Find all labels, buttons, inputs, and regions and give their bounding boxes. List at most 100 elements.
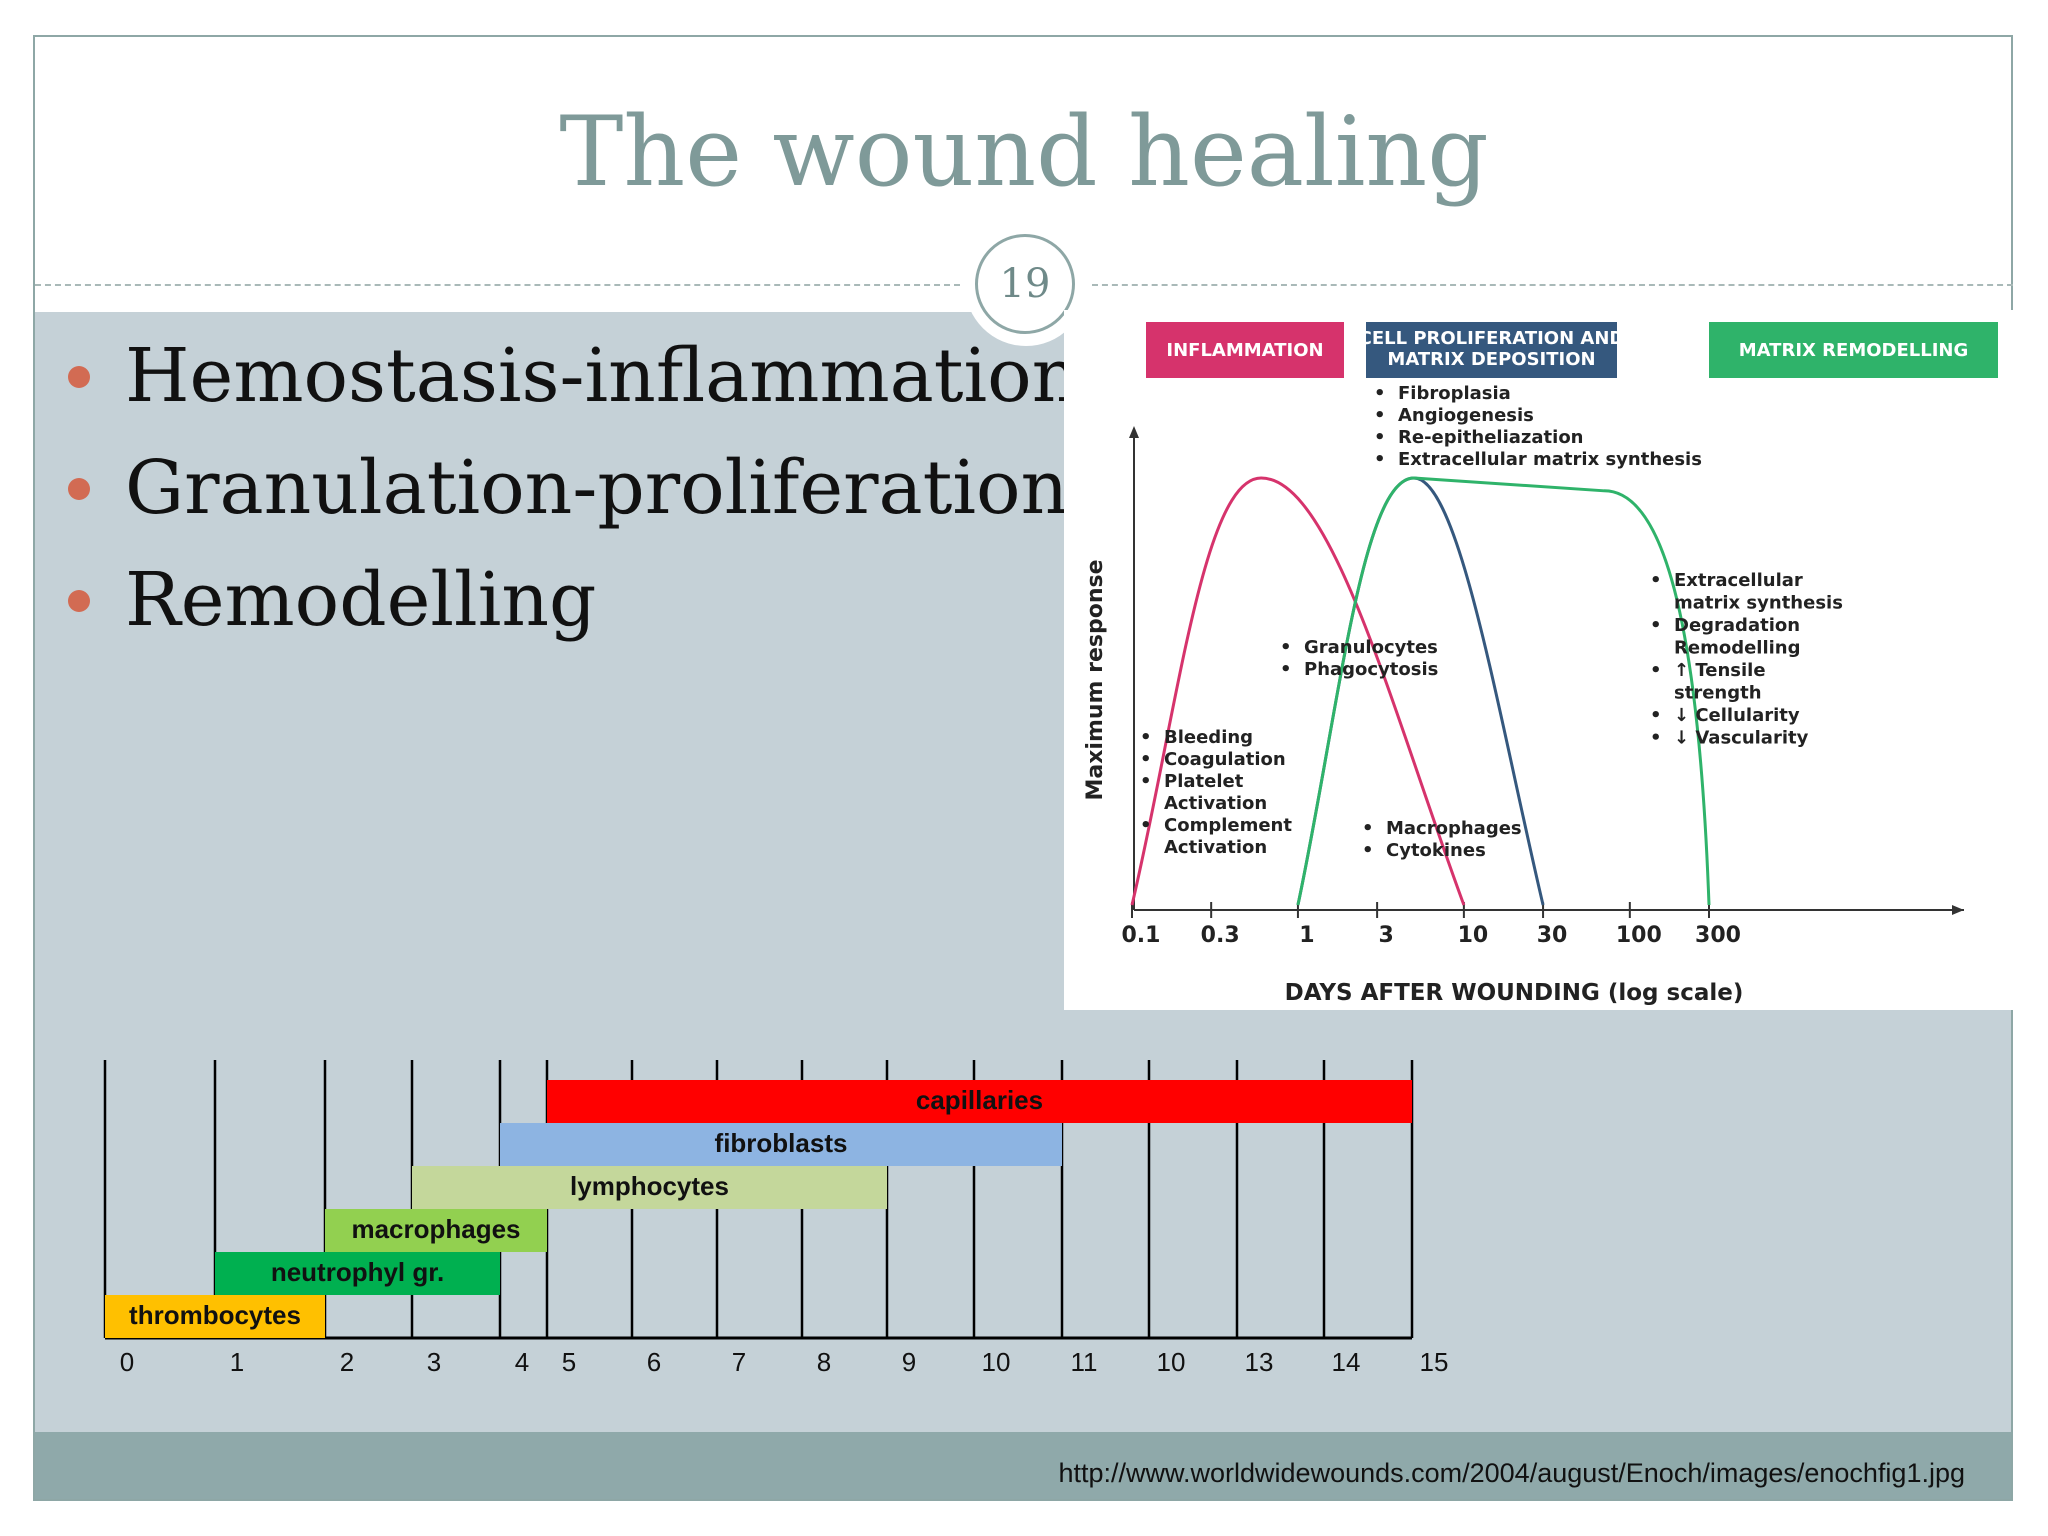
timeline-bar	[500, 1123, 1062, 1166]
cell-timeline-svg: capillariesfibroblastslymphocytesmacroph…	[103, 1060, 1449, 1377]
annotation-text: ↓ Cellularity	[1674, 705, 1800, 726]
response-curve	[1296, 476, 1711, 906]
phase-header-label: INFLAMMATION	[1166, 340, 1323, 361]
phase-header-box	[1709, 322, 1998, 378]
timeline-tick-label: 14	[1332, 1347, 1361, 1377]
annotation-bullet: •	[1374, 427, 1386, 448]
timeline-bar	[105, 1295, 325, 1338]
annotation-text: Activation	[1164, 837, 1267, 858]
annotation-text: Extracellular	[1674, 570, 1803, 591]
header-divider-left	[35, 284, 960, 286]
timeline-bar	[325, 1209, 547, 1252]
x-tick-label: 0.3	[1201, 923, 1240, 948]
x-tick-label: 0.1	[1122, 923, 1161, 948]
annotation-bullet: •	[1140, 727, 1152, 748]
response-curve	[1130, 476, 1466, 906]
annotation-bullet: •	[1362, 840, 1374, 861]
bullet-text: Granulation-proliferation	[125, 445, 1069, 531]
annotation-text: Angiogenesis	[1398, 405, 1534, 426]
timeline-bar-label: thrombocytes	[129, 1300, 301, 1330]
bullet-icon	[68, 366, 90, 388]
timeline-tick-label: 5	[562, 1347, 576, 1377]
annotation-bullet: •	[1374, 405, 1386, 426]
x-tick-label: 3	[1378, 923, 1393, 948]
annotation-text: Activation	[1164, 793, 1267, 814]
page-number: 19	[999, 261, 1051, 307]
phase-header-label: MATRIX DEPOSITION	[1387, 349, 1595, 370]
annotation-text: Coagulation	[1164, 749, 1286, 770]
annotation-bullet: •	[1650, 705, 1662, 726]
annotation-text: Cytokines	[1386, 840, 1486, 861]
annotation-text: Re-epitheliazation	[1398, 427, 1584, 448]
annotation-bullet: •	[1280, 659, 1292, 680]
annotation-bullet: •	[1650, 570, 1662, 591]
y-axis-arrow	[1129, 426, 1139, 438]
timeline-tick-label: 8	[817, 1347, 831, 1377]
annotation-text: Granulocytes	[1304, 637, 1438, 658]
bullet-list: Hemostasis-inflammation Granulation-prol…	[60, 320, 1079, 656]
timeline-tick-label: 15	[1420, 1347, 1449, 1377]
timeline-tick-label: 10	[1157, 1347, 1186, 1377]
bullet-item: Remodelling	[60, 544, 1079, 656]
annotation-bullet: •	[1374, 449, 1386, 470]
annotation-bullet: •	[1140, 749, 1152, 770]
annotation-text: Phagocytosis	[1304, 659, 1438, 680]
phase-header-label: MATRIX REMODELLING	[1739, 340, 1969, 361]
timeline-bar	[547, 1080, 1412, 1123]
annotation-bullet: •	[1140, 815, 1152, 836]
timeline-tick-label: 10	[982, 1347, 1011, 1377]
annotation-text: ↑ Tensile	[1674, 660, 1766, 681]
timeline-bar-label: capillaries	[916, 1085, 1043, 1115]
bullet-item: Hemostasis-inflammation	[60, 320, 1079, 432]
bullet-text: Hemostasis-inflammation	[125, 333, 1080, 419]
timeline-bar	[412, 1166, 887, 1209]
x-tick-label: 300	[1695, 923, 1741, 948]
annotation-bullet: •	[1140, 771, 1152, 792]
annotation-bullet: •	[1650, 615, 1662, 636]
timeline-bar-label: macrophages	[351, 1214, 520, 1244]
annotation-text: matrix synthesis	[1674, 593, 1843, 614]
timeline-tick-label: 9	[902, 1347, 916, 1377]
timeline-tick-label: 13	[1245, 1347, 1274, 1377]
x-axis-arrow	[1952, 905, 1964, 915]
timeline-tick-label: 6	[647, 1347, 661, 1377]
annotation-text: Remodelling	[1674, 638, 1801, 659]
bullet-item: Granulation-proliferation	[60, 432, 1079, 544]
bullet-text: Remodelling	[125, 557, 597, 643]
timeline-tick-label: 1	[230, 1347, 244, 1377]
timeline-tick-label: 11	[1071, 1347, 1098, 1377]
annotation-text: ↓ Vascularity	[1674, 728, 1809, 749]
timeline-bar-label: fibroblasts	[715, 1128, 848, 1158]
x-tick-label: 1	[1299, 923, 1314, 948]
annotation-text: Fibroplasia	[1398, 383, 1511, 404]
timeline-tick-label: 0	[120, 1347, 134, 1377]
annotation-text: strength	[1674, 683, 1762, 704]
annotation-text: Bleeding	[1164, 727, 1253, 748]
timeline-bar	[215, 1252, 500, 1295]
x-tick-label: 100	[1616, 923, 1662, 948]
annotation-text: Extracellular matrix synthesis	[1398, 449, 1702, 470]
timeline-tick-label: 7	[732, 1347, 746, 1377]
annotation-text: Degradation	[1674, 615, 1800, 636]
timeline-tick-label: 4	[515, 1347, 529, 1377]
annotation-bullet: •	[1280, 637, 1292, 658]
annotation-text: Macrophages	[1386, 818, 1522, 839]
timeline-tick-label: 2	[340, 1347, 354, 1377]
phase-header-label: CELL PROLIFERATION AND	[1359, 328, 1625, 349]
annotation-bullet: •	[1374, 383, 1386, 404]
phase-header-box	[1366, 322, 1617, 378]
source-url: http://www.worldwidewounds.com/2004/augu…	[1058, 1458, 1965, 1488]
phase-header-box	[1146, 322, 1344, 378]
bullet-icon	[68, 478, 90, 500]
timeline-bar-label: neutrophyl gr.	[271, 1257, 444, 1287]
x-axis-label: DAYS AFTER WOUNDING (log scale)	[1285, 980, 1744, 1006]
annotation-bullet: •	[1362, 818, 1374, 839]
slide-title: The wound healing	[559, 96, 1489, 208]
annotation-bullet: •	[1650, 660, 1662, 681]
bullet-icon	[68, 590, 90, 612]
y-axis-label: Maximum response	[1083, 559, 1108, 800]
x-tick-label: 30	[1537, 923, 1568, 948]
